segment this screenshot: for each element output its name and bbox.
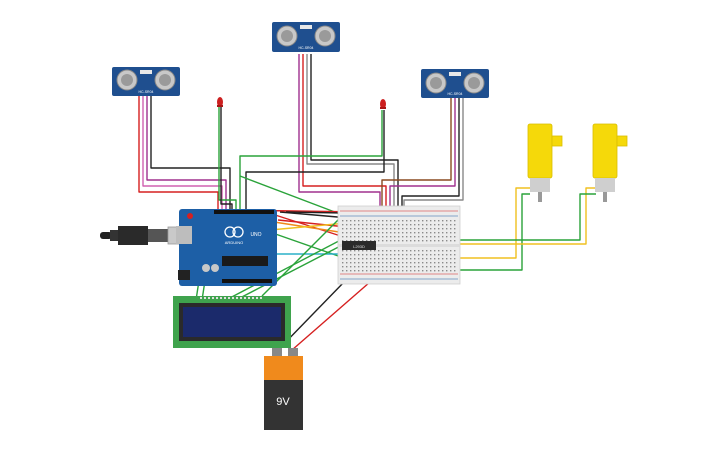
led-left[interactable] [217, 97, 223, 107]
battery-label: 9V [276, 396, 290, 408]
wire-motor-left-yellow [456, 187, 530, 259]
lcd-display[interactable] [173, 296, 291, 348]
wire-led-left-black [220, 106, 233, 212]
wire-motor-right-yellow [456, 187, 596, 245]
lcd-pins [200, 297, 262, 299]
arduino-uno-board[interactable]: ARDUINO UNO [176, 209, 277, 286]
wire-led-right-black [245, 110, 385, 212]
wire-center-sensor-purple [298, 54, 381, 212]
battery-9v[interactable]: 9V [264, 348, 303, 430]
sensor-label: HC-SR04 [139, 90, 154, 94]
wire-led-left-green [218, 106, 237, 212]
breadboard[interactable] [337, 205, 461, 285]
breadboard-holes [342, 220, 456, 272]
arduino-label: ARDUINO [225, 240, 243, 245]
wire-battery-red [291, 281, 371, 351]
wire-center-sensor-black [310, 54, 399, 212]
ultrasonic-sensor-right[interactable]: HC-SR04 [421, 69, 489, 98]
sensor-label: HC-SR04 [448, 92, 463, 96]
wire-right-sensor-purple [389, 98, 456, 212]
wire-lcd-green-5 [225, 231, 357, 301]
ultrasonic-sensor-center[interactable]: HC-SR04 [272, 22, 340, 52]
sensor-label: HC-SR04 [299, 46, 314, 50]
ultrasonic-sensor-left[interactable]: HC-SR04 [112, 67, 180, 96]
wire-right-sensor-brown [381, 98, 452, 212]
wire-arduino-bb-green-2 [239, 175, 341, 215]
wire-left-sensor-purple [146, 96, 227, 210]
wire-left-sensor-red [138, 96, 219, 210]
ic-label: L293D [353, 244, 365, 249]
wire-center-sensor-red [302, 54, 387, 212]
led-right[interactable] [380, 99, 386, 109]
wire-led-right-green [239, 110, 383, 212]
wire-left-sensor-black [150, 96, 231, 210]
wire-center-sensor-gray [306, 54, 395, 212]
wire-left-sensor-pink [142, 96, 223, 210]
dc-motor-left[interactable] [527, 123, 563, 202]
motor-driver-ic[interactable]: L293D [342, 241, 376, 250]
arduino-model: UNO [250, 232, 261, 238]
wire-right-sensor-black [401, 98, 460, 212]
wire-motor-right-green [456, 193, 596, 241]
wire-right-sensor-gray [403, 98, 464, 212]
dc-motor-right[interactable] [592, 123, 628, 202]
